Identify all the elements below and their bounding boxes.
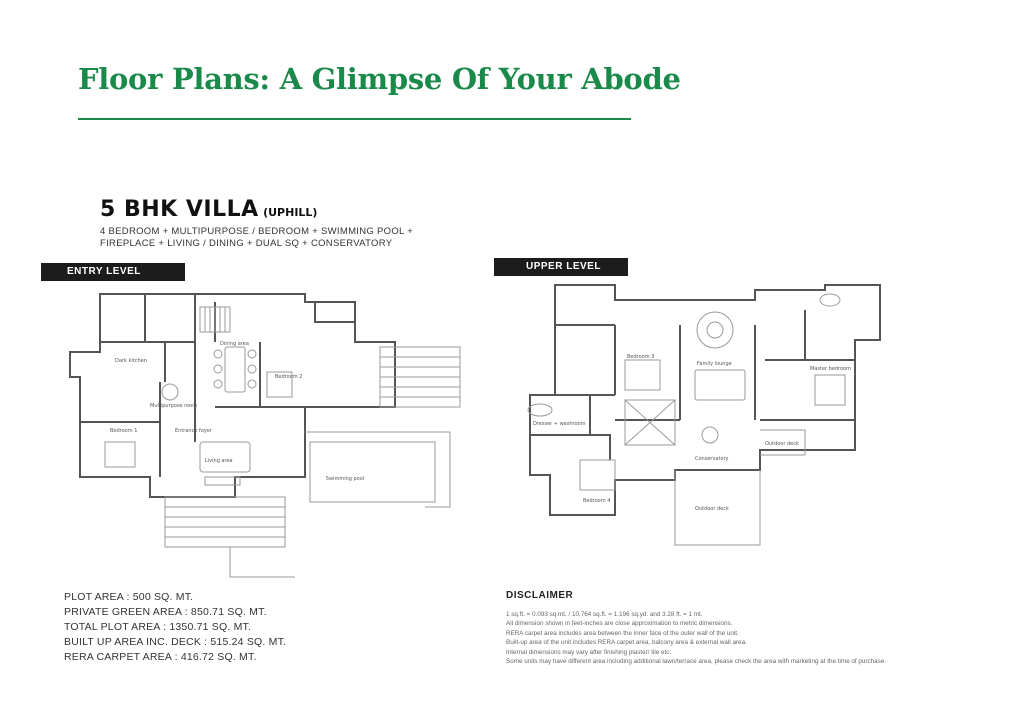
- room-label-living: Living area: [205, 458, 233, 464]
- room-label-bedroom1: Bedroom 1: [110, 428, 137, 434]
- area-line: RERA CARPET AREA : 416.72 SQ. MT.: [64, 651, 257, 663]
- area-line: BUILT UP AREA INC. DECK : 515.24 SQ. MT.: [64, 636, 287, 648]
- disclaimer-line: All dimension shown in feet-inches are c…: [506, 620, 733, 628]
- room-label-dining: Dining area: [220, 341, 249, 347]
- entry-level-tag: ENTRY LEVEL: [41, 263, 185, 281]
- entry-level-floor-plan: Swimming pool Bedroom 2 Bedroom 1 Living…: [69, 293, 461, 578]
- page-title: Floor Plans: A Glimpse Of Your Abode: [78, 62, 681, 96]
- room-label-bedroom4: Bedroom 4: [583, 498, 610, 504]
- villa-description: 4 BEDROOM + MULTIPURPOSE / BEDROOM + SWI…: [100, 226, 413, 250]
- room-label-lounge: Family lounge: [697, 361, 732, 367]
- room-label-pool: Swimming pool: [326, 476, 364, 482]
- area-summary: PLOT AREA : 500 SQ. MT. PRIVATE GREEN AR…: [64, 590, 286, 665]
- room-label-deck2: Outdoor deck: [765, 441, 799, 447]
- room-label-bedroom3: Bedroom 3: [627, 354, 654, 360]
- title-underline: [78, 118, 631, 120]
- area-line: PRIVATE GREEN AREA : 850.71 SQ. MT.: [64, 606, 267, 618]
- room-label-dresser: Dresser + washroom: [533, 421, 586, 427]
- room-label-deck: Outdoor deck: [695, 506, 729, 512]
- room-label-bedroom2: Bedroom 2: [275, 374, 302, 380]
- villa-title: 5 BHK VILLA (UPHILL): [100, 197, 317, 222]
- upper-level-tag: UPPER LEVEL: [494, 258, 628, 276]
- area-line: TOTAL PLOT AREA : 1350.71 SQ. MT.: [64, 621, 252, 633]
- area-line: PLOT AREA : 500 SQ. MT.: [64, 591, 194, 603]
- disclaimer-text: 1 sq.ft. = 0.093 sq.mt. / 10.764 sq.ft. …: [506, 610, 886, 666]
- room-label-master: Master bedroom: [810, 366, 851, 372]
- disclaimer-line: Built-up area of the unit includes RERA …: [506, 639, 747, 647]
- room-label-foyer: Entrance foyer: [175, 428, 213, 434]
- room-label-kitchen: Dark kitchen: [115, 358, 147, 364]
- room-label-conservatory: Conservatory: [695, 456, 729, 462]
- villa-description-line: FIREPLACE + LIVING / DINING + DUAL SQ + …: [100, 238, 393, 249]
- disclaimer-line: Internal dimensions may vary after finis…: [506, 648, 672, 656]
- disclaimer-line: RERA carpet area includes area between t…: [506, 629, 739, 637]
- disclaimer-line: Some units may have different area inclu…: [506, 658, 887, 666]
- villa-variant: (UPHILL): [263, 206, 318, 219]
- upper-level-floor-plan: Bedroom 3 Bedroom 4 Master bedroom Famil…: [527, 284, 881, 546]
- disclaimer-heading: DISCLAIMER: [506, 590, 574, 601]
- villa-name: 5 BHK VILLA: [100, 197, 259, 222]
- villa-description-line: 4 BEDROOM + MULTIPURPOSE / BEDROOM + SWI…: [100, 226, 414, 237]
- disclaimer-line: 1 sq.ft. = 0.093 sq.mt. / 10.764 sq.ft. …: [506, 611, 703, 618]
- room-label-multipurpose: Multipurpose room: [150, 403, 197, 409]
